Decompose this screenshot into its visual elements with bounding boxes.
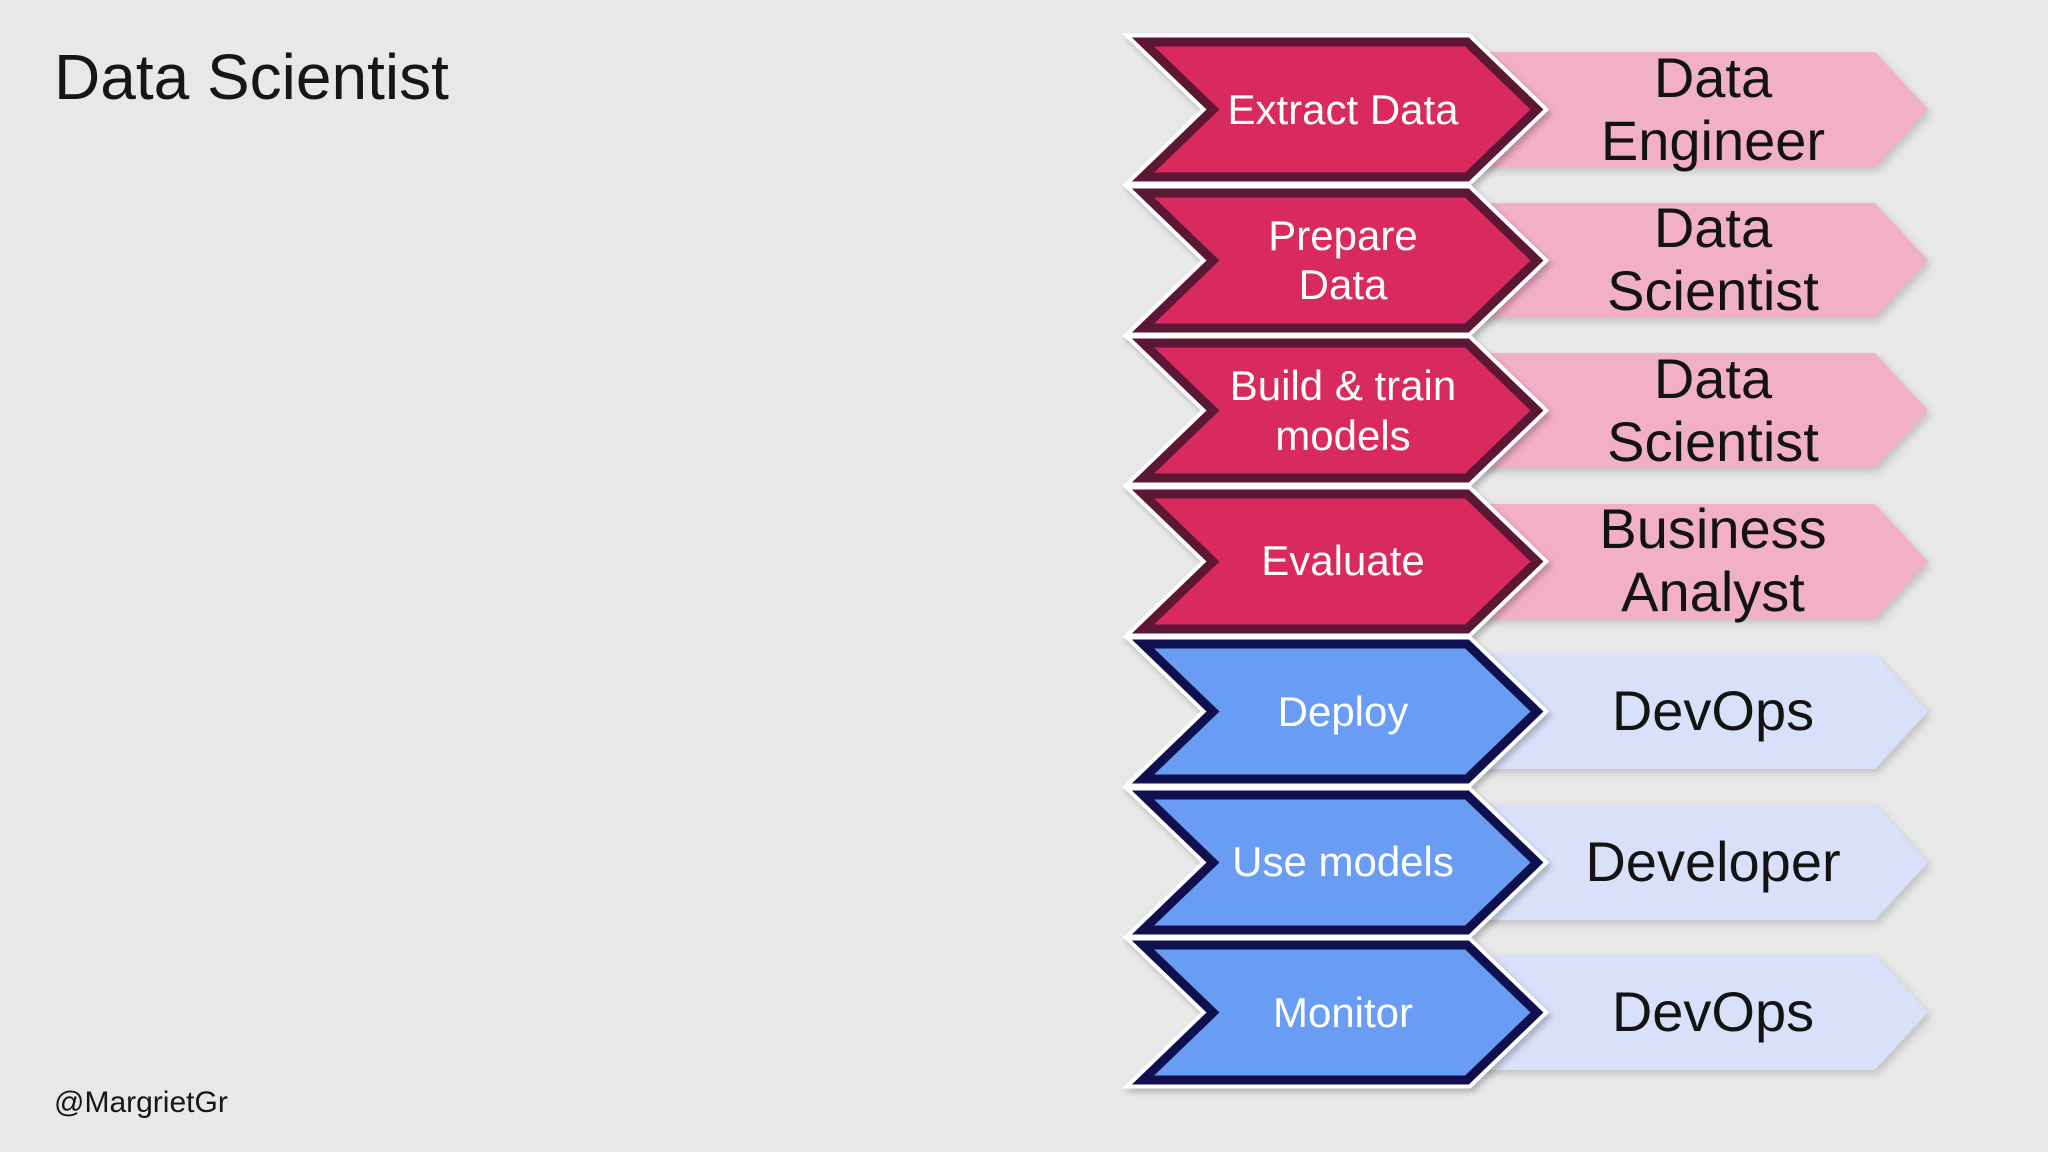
step-arrow-shape [1121, 184, 1550, 336]
process-row-build-train-models: Build & train models Data Scientist [1121, 334, 1928, 487]
step-arrow-shape [1121, 334, 1550, 487]
role-arrow-shape [1480, 52, 1928, 167]
step-label: Prepare Data [1268, 211, 1418, 308]
process-row-monitor: Monitor DevOps [1121, 936, 1928, 1089]
author-handle: @MargrietGr [54, 1086, 228, 1119]
step-arrow-shape [1121, 936, 1550, 1089]
step-label: Extract Data [1227, 85, 1459, 133]
role-label: Business Analyst [1599, 497, 1827, 623]
step-arrow-shape [1121, 635, 1550, 788]
step-label: Deploy [1277, 687, 1409, 735]
process-row-use-models: Use models Developer [1121, 786, 1928, 938]
role-label: Developer [1585, 829, 1841, 893]
step-arrow-shape [1121, 485, 1550, 637]
process-row-deploy: Deploy DevOps [1121, 635, 1928, 788]
role-arrow-shape [1480, 955, 1928, 1070]
process-row-evaluate: Evaluate Business Analyst [1121, 485, 1928, 637]
role-arrow-shape [1480, 804, 1928, 920]
process-row-extract-data: Extract Data Data Engineer [1121, 33, 1928, 186]
step-arrow-shape [1121, 33, 1550, 186]
role-label: DevOps [1611, 980, 1815, 1044]
page-title: Data Scientist [54, 41, 449, 113]
step-label: Use models [1232, 838, 1454, 886]
step-label: Monitor [1272, 988, 1414, 1036]
role-label: Data Scientist [1607, 346, 1819, 473]
step-arrow-shape [1121, 786, 1550, 938]
role-arrow-shape [1480, 202, 1928, 318]
role-label: Data Scientist [1607, 196, 1819, 322]
process-row-prepare-data: Prepare Data Data Scientist [1121, 184, 1928, 336]
step-label: Build & train models [1229, 362, 1457, 459]
role-arrow-shape [1480, 654, 1928, 769]
role-arrow-shape [1480, 353, 1928, 468]
role-arrow-shape [1480, 503, 1928, 619]
step-label: Evaluate [1261, 537, 1425, 585]
role-label: DevOps [1611, 679, 1815, 743]
role-label: Data Engineer [1600, 45, 1826, 172]
